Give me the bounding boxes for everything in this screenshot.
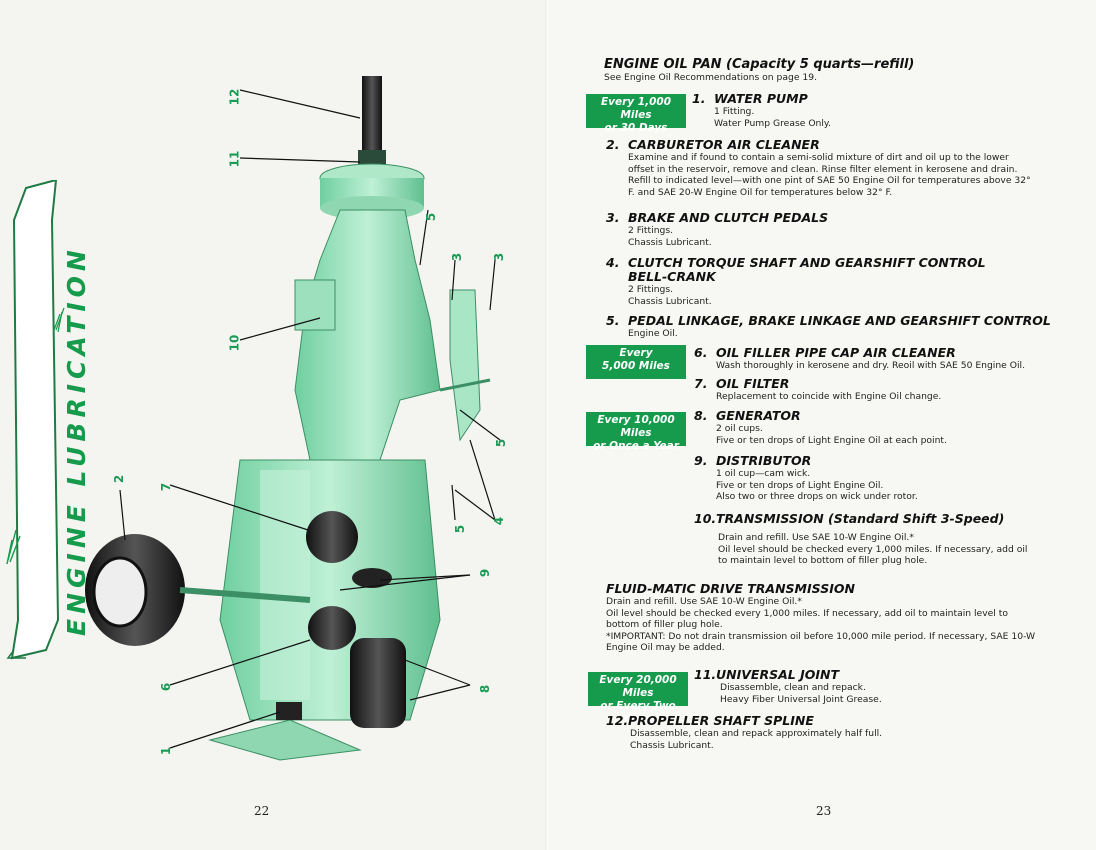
callout-9: 9 (478, 568, 493, 578)
callout-5-bottom: 5 (453, 524, 468, 534)
item-oil-filter: 7.OIL FILTER Replacement to coincide wit… (694, 376, 942, 403)
oil-pan-title: ENGINE OIL PAN (Capacity 5 quarts—refill… (604, 57, 915, 72)
callout-10: 10 (227, 334, 242, 352)
oil-pan-note: See Engine Oil Recommendations on page 1… (604, 72, 818, 83)
item-title: PROPELLER SHAFT SPLINE (628, 713, 814, 728)
grass-ornament-top (53, 307, 65, 333)
item-title-continued: BELL-CRANK (628, 269, 716, 284)
item-transmission: 10.TRANSMISSION (Standard Shift 3-Speed)… (694, 511, 1028, 567)
callout-4: 4 (492, 516, 507, 526)
callout-11: 11 (227, 150, 242, 168)
item-title: DISTRIBUTOR (716, 453, 812, 468)
callout-8: 8 (478, 684, 493, 694)
item-distributor: 9.DISTRIBUTOR 1 oil cup—cam wick. Five o… (694, 453, 918, 503)
item-pedal-linkage: 5.PEDAL LINKAGE, BRAKE LINKAGE AND GEARS… (606, 313, 1051, 340)
item-title: OIL FILLER PIPE CAP AIR CLEANER (716, 345, 956, 360)
item-oil-filler-pipe-cap: 6.OIL FILLER PIPE CAP AIR CLEANER Wash t… (694, 345, 1026, 372)
right-page: ENGINE OIL PAN (Capacity 5 quarts—refill… (548, 0, 1096, 850)
callout-5-right: 5 (494, 438, 509, 448)
oil-pan-section: ENGINE OIL PAN (Capacity 5 quarts—refill… (604, 58, 914, 84)
callout-6: 6 (159, 682, 174, 692)
badge-20000-miles: Every 20,000 Miles or Every Two Years (588, 672, 688, 725)
badge-1000-miles: Every 1,000 Miles or 30 Days (586, 94, 686, 134)
callout-1: 1 (159, 746, 174, 756)
item-title: GENERATOR (716, 408, 801, 423)
item-brake-clutch-pedals: 3.BRAKE AND CLUTCH PEDALS 2 Fittings. Ch… (606, 210, 829, 248)
callout-12: 12 (227, 88, 242, 106)
item-title: UNIVERSAL JOINT (716, 667, 840, 682)
item-water-pump: 1.WATER PUMP 1 Fitting. Water Pump Greas… (692, 91, 831, 129)
item-generator: 8.GENERATOR 2 oil cups. Five or ten drop… (694, 408, 947, 446)
item-title: BRAKE AND CLUTCH PEDALS (628, 210, 829, 225)
fluidmatic-title: FLUID-MATIC DRIVE TRANSMISSION (606, 581, 855, 596)
callout-5-top: 5 (424, 212, 439, 222)
right-page-number: 23 (816, 804, 832, 818)
callout-3-a: 3 (450, 252, 465, 262)
engine-illustration (85, 76, 501, 761)
item-title: OIL FILTER (716, 376, 790, 391)
item-title: PEDAL LINKAGE, BRAKE LINKAGE AND GEARSHI… (628, 313, 1051, 328)
left-page: ENGINE LUBRICATION (6, 76, 509, 818)
ribbon-banner (6, 180, 65, 660)
item-title: WATER PUMP (714, 91, 808, 106)
badge-5000-miles: Every 5,000 Miles (586, 345, 686, 379)
item-title: CLUTCH TORQUE SHAFT AND GEARSHIFT CONTRO… (628, 255, 986, 270)
callout-2: 2 (112, 474, 127, 484)
item-clutch-torque-shaft: 4.CLUTCH TORQUE SHAFT AND GEARSHIFT CONT… (606, 255, 986, 307)
item-title: TRANSMISSION (Standard Shift 3-Speed) (716, 511, 1005, 526)
item-universal-joint: 11.UNIVERSAL JOINT Disassemble, clean an… (694, 667, 882, 705)
item-propeller-shaft-spline: 12.PROPELLER SHAFT SPLINE Disassemble, c… (606, 713, 883, 751)
item-title: CARBURETOR AIR CLEANER (628, 137, 820, 152)
callout-7: 7 (159, 482, 174, 492)
grass-ornament-bottom (6, 529, 21, 565)
item-carburetor-air-cleaner: 2.CARBURETOR AIR CLEANER Examine and if … (606, 137, 1031, 198)
badge-10000-miles: Every 10,000 Miles or Once a Year (586, 412, 686, 452)
left-page-number: 22 (254, 804, 270, 818)
callout-3-b: 3 (492, 252, 507, 262)
fluidmatic-section: FLUID-MATIC DRIVE TRANSMISSION Drain and… (606, 582, 1038, 654)
